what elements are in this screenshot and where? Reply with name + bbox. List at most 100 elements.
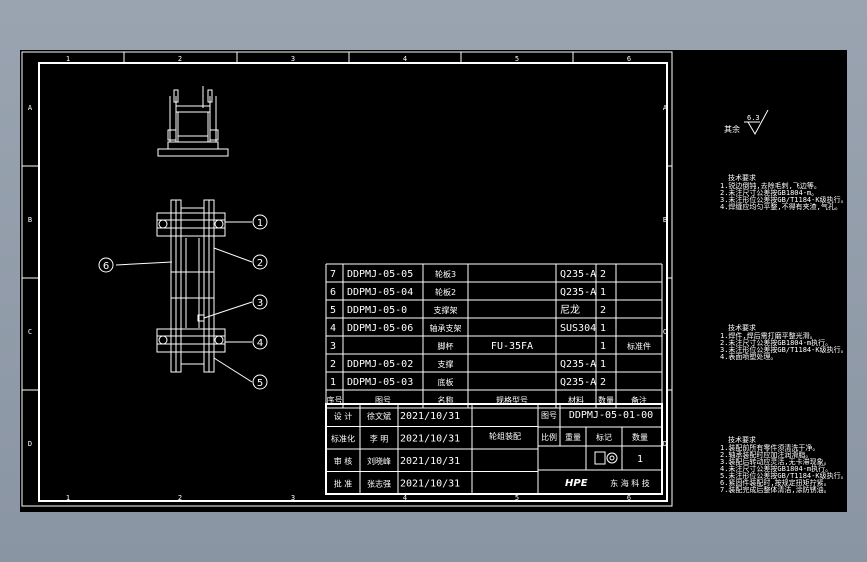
note-line: 4.焊缝应均匀平整,不得有夹渣,气孔。 [720, 202, 842, 211]
front-view [156, 199, 226, 373]
note-line: 3.装配后转动应灵活,无卡滞现象。 [720, 457, 831, 466]
bom-cell-no: 7 [330, 269, 336, 280]
bom-cell-mat: SUS304 [560, 323, 596, 334]
bom-cell-name: 轮板3 [435, 269, 456, 279]
bom-header-cell: 备注 [631, 395, 647, 405]
sheet-inner-border [38, 62, 668, 502]
grid-number-top: 6 [627, 55, 631, 63]
balloon-number: 2 [257, 258, 263, 269]
grid-letter-left: B [28, 216, 32, 224]
roughness-symbol: 其余 6.3 [724, 109, 769, 136]
bom-header-cell: 数量 [598, 395, 614, 405]
bom-cell-code: DDPMJ-05-06 [347, 323, 413, 334]
title-role: 标准化 [331, 434, 355, 444]
grid-number-top: 2 [178, 55, 182, 63]
title-role: 设 计 [334, 411, 353, 421]
bom-cell-code: DDPMJ-05-02 [347, 359, 413, 370]
grid-number-bottom: 5 [515, 494, 519, 502]
grid-number-top: 1 [66, 55, 70, 63]
grid-letters-left: A B C D [22, 104, 39, 448]
title-block-row: 标准化 李 明 2021/10/31 [331, 434, 460, 445]
bom-cell-name: 支撑架 [434, 305, 458, 315]
note-line: 1.装配前所有零件须清洗干净。 [720, 443, 819, 452]
grid-letter-left: A [28, 104, 33, 112]
note-line: 4.表面喷塑处理。 [720, 352, 777, 361]
bom-cell-name: 轮板2 [435, 287, 456, 297]
bom-header-cell: 材料 [568, 395, 584, 405]
bom-cell-no: 1 [330, 377, 336, 388]
bom-cell-mat: Q235-A [560, 359, 596, 370]
grid-number-bottom: 4 [403, 494, 407, 502]
note-line: 6.紧固件装配时,按规定扭矩拧紧。 [720, 478, 831, 487]
bom-cell-no: 2 [330, 359, 336, 370]
balloon-number: 5 [257, 378, 263, 389]
company-logo: HPE [565, 478, 588, 489]
note-line: 4.未注尺寸公差按GB1804-m执行。 [720, 464, 832, 473]
technical-note-block: 技术要求1.焊件,焊后需打磨平整光滑。2.未注尺寸公差按GB1804-m执行。3… [720, 323, 847, 361]
note-line: 3.未注形位公差按GB/T1184-K级执行。 [720, 195, 847, 204]
title-date: 2021/10/31 [400, 434, 460, 445]
note-line: 3.未注形位公差按GB/T1184-K级执行。 [720, 345, 847, 354]
bom-cell-note: 标准件 [627, 341, 651, 351]
balloon-number: 1 [257, 218, 263, 229]
balloon-number: 3 [257, 298, 263, 309]
bom-cell-mat: 尼龙 [560, 303, 580, 316]
quantity-value: 1 [637, 454, 643, 465]
grid-letter-right: C [663, 328, 667, 336]
title-role: 审 核 [334, 456, 353, 466]
note-line: 7.装配完成后整体清洁,涂防锈油。 [720, 485, 831, 494]
title-person: 徐文斌 [367, 411, 391, 421]
company-name: 东 海 科 技 [610, 478, 650, 488]
grid-letter-left: D [28, 440, 32, 448]
balloon-circle [252, 334, 268, 350]
balloon-number: 6 [103, 261, 109, 272]
grid-number-top: 4 [403, 55, 407, 63]
bom-cell-qty: 1 [600, 287, 606, 298]
bom-header-cell: 序号 [327, 395, 343, 405]
bom-cell-code: DDPMJ-05-05 [347, 269, 413, 280]
note-line: 1.锐边倒钝,去除毛刺,飞边等。 [720, 181, 821, 190]
bom-cell-code: DDPMJ-05-03 [347, 377, 413, 388]
title-date: 2021/10/31 [400, 456, 460, 467]
note-title: 技术要求 [728, 323, 756, 332]
bom-cell-name: 轴承支架 [430, 323, 462, 333]
roughness-value: 6.3 [747, 114, 760, 122]
note-line: 1.焊件,焊后需打磨平整光滑。 [720, 331, 817, 340]
bom-cell-name: 底板 [438, 377, 454, 387]
note-line: 2.未注尺寸公差按GB1804-m执行。 [720, 338, 832, 347]
technical-note-block: 技术要求1.装配前所有零件须清洗干净。2.轴承装配时应加注润滑脂。3.装配后转动… [720, 435, 847, 494]
title-person: 李 明 [370, 434, 389, 444]
roughness-label: 其余 [724, 124, 740, 134]
bom-cell-qty: 1 [600, 323, 606, 334]
balloon-circle [252, 374, 268, 390]
note-title: 技术要求 [728, 435, 756, 444]
drawing-no-label: 图号 [541, 411, 557, 420]
drawing-sheet: 1 2 3 4 5 6 1 2 3 4 5 6 A B C D A B C D [21, 51, 847, 507]
balloon-circle [252, 214, 268, 230]
scale-header: 比例 [541, 432, 557, 442]
sheet-outer-border [21, 51, 673, 507]
bom-header-cell: 名称 [438, 395, 454, 405]
grid-number-bottom: 3 [291, 494, 295, 502]
grid-letter-left: C [28, 328, 32, 336]
bom-cell-no: 6 [330, 287, 336, 298]
bom-cell-no: 5 [330, 305, 336, 316]
grid-number-bottom: 1 [66, 494, 70, 502]
bom-row: 4 DDPMJ-05-06 轴承支架 SUS304 1 [330, 323, 606, 334]
title-role: 批 准 [334, 479, 353, 489]
bom-cell-no: 4 [330, 323, 336, 334]
scale-header: 标记 [596, 432, 612, 442]
bom-header-cell: 图号 [375, 396, 391, 405]
bom-cell-no: 3 [330, 341, 336, 352]
cad-canvas[interactable]: 1 2 3 4 5 6 1 2 3 4 5 6 A B C D A B C D [20, 50, 847, 512]
drawing-no: DDPMJ-05-01-00 [569, 410, 653, 421]
balloon-circle [252, 294, 268, 310]
